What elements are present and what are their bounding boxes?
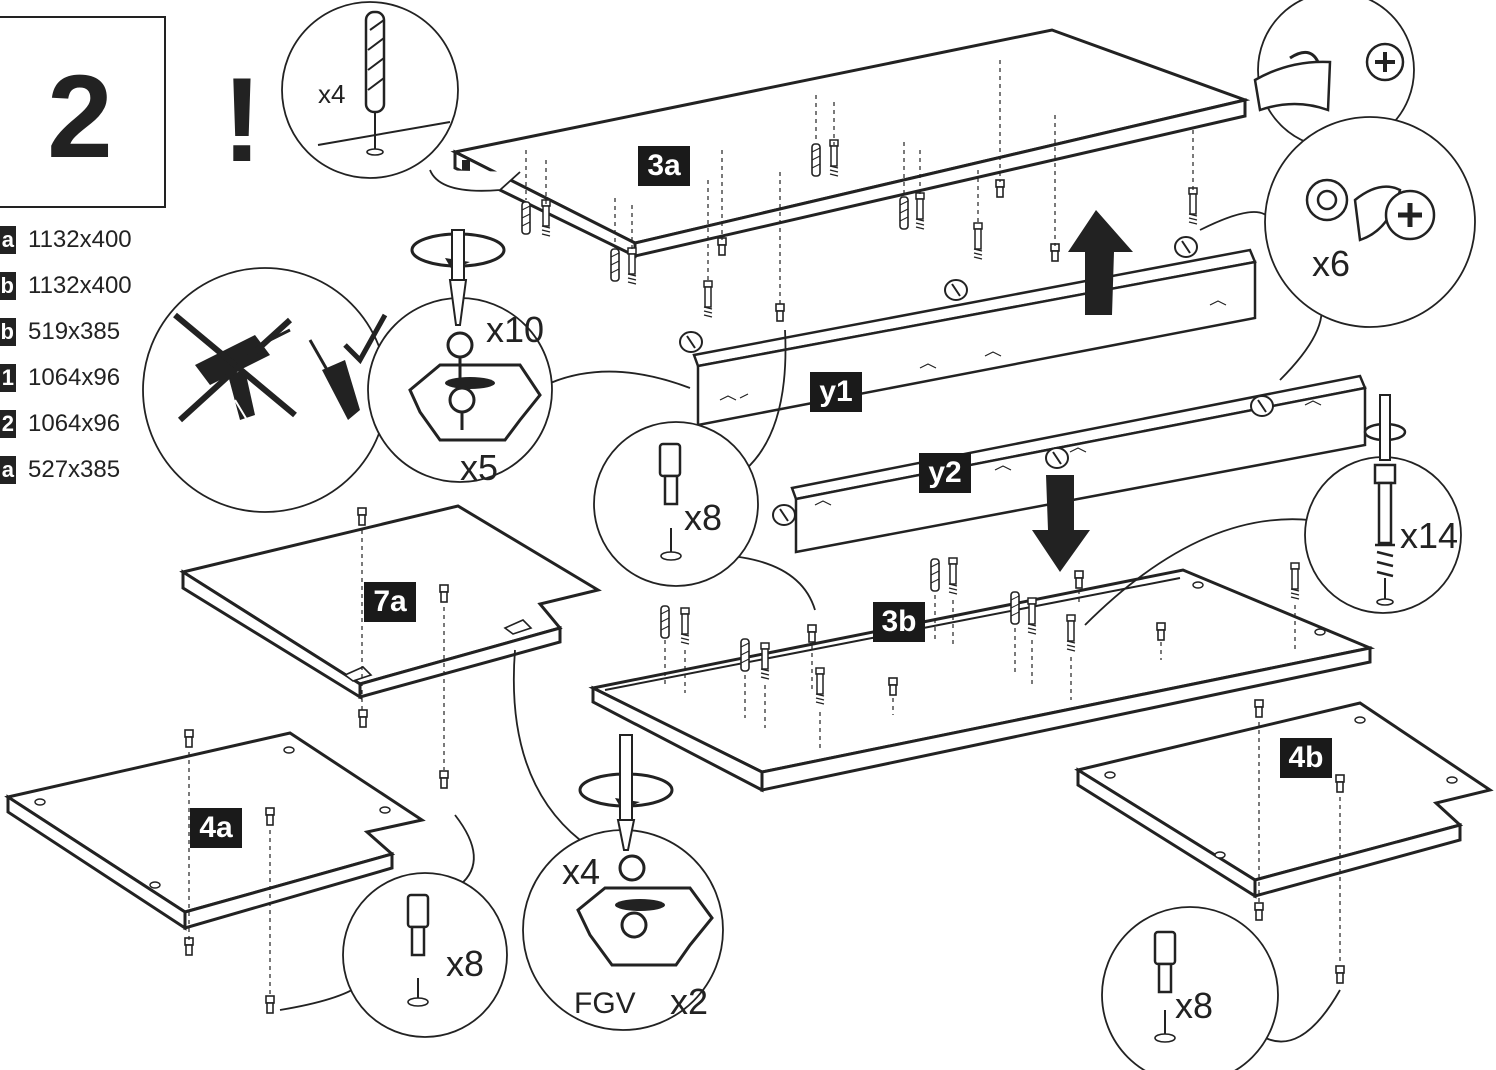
label-y1: y1 xyxy=(810,372,862,412)
callout-hinge-top xyxy=(367,229,691,483)
part-dims: 527x385 xyxy=(28,456,121,483)
arrow-down-icon xyxy=(1032,475,1090,572)
part-tag: b xyxy=(0,272,16,300)
cam-lock-icon xyxy=(1305,178,1436,242)
label-7a: 7a xyxy=(364,582,416,622)
callout-bolts xyxy=(1084,394,1462,626)
part-tag: 2 xyxy=(0,410,16,438)
qty-hinges-top: x5 xyxy=(460,447,499,488)
qty-screws-bottom: x4 xyxy=(562,851,601,892)
part-dims: 1132x400 xyxy=(28,272,132,299)
shelf-peg-icon xyxy=(658,442,682,561)
part-dims: 1064x96 xyxy=(28,410,121,437)
fgv-label: FGV xyxy=(574,987,636,1020)
wooden-dowel-icon xyxy=(364,10,386,156)
qty-screws-top: x10 xyxy=(486,309,545,350)
callout-hinge-bottom xyxy=(512,649,724,1031)
label-3a: 3a xyxy=(638,146,690,186)
part-tag: a xyxy=(0,226,16,254)
cam-bolt-icon xyxy=(1373,463,1397,606)
callout-tools xyxy=(142,267,388,513)
qty-fgv: x2 xyxy=(670,981,709,1022)
step-box: 2 xyxy=(0,16,166,208)
qty-pegs-left: x8 xyxy=(446,943,485,984)
callout-cam xyxy=(1199,0,1476,381)
step-number: 2 xyxy=(47,51,113,183)
label-3b: 3b xyxy=(873,602,925,642)
checkmark-icon xyxy=(343,313,388,365)
callout-dowel xyxy=(281,1,521,192)
part-tag: a xyxy=(0,456,16,484)
screwdriver-icon xyxy=(308,339,360,420)
part-dims: 1064x96 xyxy=(28,364,121,391)
qty-pegs-mid: x8 xyxy=(684,497,723,538)
label-y2: y2 xyxy=(919,453,971,493)
label-4b: 4b xyxy=(1280,738,1332,778)
callout-pegs-mid xyxy=(593,329,816,611)
qty-bolts: x14 xyxy=(1400,515,1459,556)
qty-pegs-right: x8 xyxy=(1175,985,1214,1026)
part-tag: 1 xyxy=(0,364,16,392)
arrow-up-icon xyxy=(1068,210,1133,315)
callout-pegs-right xyxy=(1101,906,1341,1070)
fittings-3a xyxy=(521,60,1198,322)
qty-dowel: x4 xyxy=(318,79,346,109)
label-4a: 4a xyxy=(190,808,242,848)
panel-3b xyxy=(588,568,1376,793)
panel-3a xyxy=(450,28,1251,259)
panel-4b xyxy=(1074,699,1494,984)
callout-pegs-left xyxy=(279,814,508,1038)
qty-cam-locks: x6 xyxy=(1312,243,1351,284)
rail-y1 xyxy=(679,236,1257,427)
part-dims: 1132x400 xyxy=(28,226,132,253)
warning-mark: ! xyxy=(222,53,262,187)
part-dims: 519x385 xyxy=(28,318,121,345)
hinge-plate-icon xyxy=(408,331,542,442)
drill-crossed-icon xyxy=(173,312,297,426)
part-tag: b xyxy=(0,318,16,346)
fittings-3b xyxy=(660,557,1300,750)
